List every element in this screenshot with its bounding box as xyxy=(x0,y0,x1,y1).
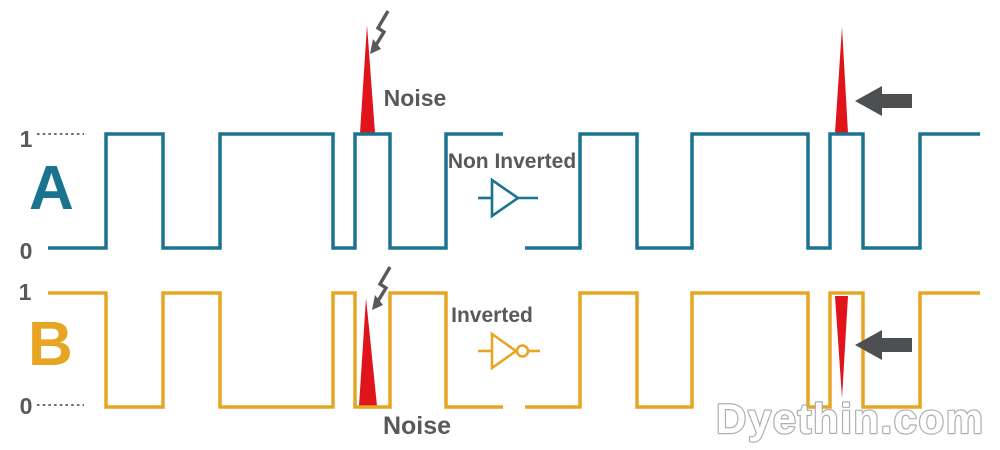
watermark: Dyethin.com xyxy=(716,395,985,442)
signal-b-label: B xyxy=(28,310,73,379)
b-level-1-label: 1 xyxy=(18,279,32,305)
noise-spike-b-right xyxy=(835,296,848,398)
a-level-1-label: 1 xyxy=(19,126,33,152)
waveform-b-right xyxy=(525,291,980,409)
inverted-label: Inverted xyxy=(451,304,533,327)
waveform-a-left xyxy=(48,132,503,250)
noise-spike-b-left xyxy=(359,298,377,406)
noise-label-top: Noise xyxy=(383,85,447,111)
noise-spike-a-right xyxy=(835,27,848,133)
non-inverted-label: Non Inverted xyxy=(447,150,577,173)
arrow-left-icon-b xyxy=(855,330,912,360)
buffer-gate-icon xyxy=(478,177,538,219)
lightning-icon-b xyxy=(372,266,392,310)
noise-spike-a-left xyxy=(360,25,375,133)
signal-a-label: A xyxy=(29,154,74,223)
a-level-0-label: 0 xyxy=(19,238,33,264)
inverter-gate-icon xyxy=(478,331,540,371)
arrow-left-icon-a xyxy=(855,86,912,116)
b-level-0-label: 0 xyxy=(19,393,33,419)
noise-label-bottom: Noise xyxy=(382,412,452,440)
lightning-icon-a xyxy=(370,10,390,54)
waveform-a-right xyxy=(525,132,980,250)
waveform-b-left xyxy=(48,291,503,409)
